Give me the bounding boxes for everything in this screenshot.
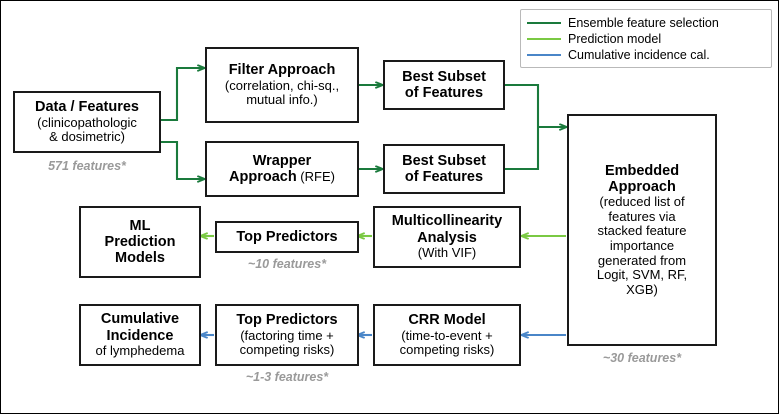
node-data-features[interactable]: Data / Features (clinicopathologic & dos…: [13, 91, 161, 153]
node-cumulative-incidence[interactable]: Cumulative Incidence of lymphedema: [79, 304, 201, 366]
node-embedded-approach-sub5: generated from: [597, 252, 687, 268]
node-ml-prediction-models-line2: Prediction: [104, 233, 176, 250]
node-data-features-sub1: (clinicopathologic: [37, 114, 137, 130]
annotation-top-predictors-crr-count: ~1-3 features*: [245, 370, 329, 384]
node-wrapper-approach-line2: Approach (RFE): [229, 169, 335, 185]
node-embedded-approach-title-line2: Approach: [608, 179, 676, 196]
node-filter-approach[interactable]: Filter Approach (correlation, chi-sq., m…: [205, 47, 359, 123]
node-top-predictors-crr-sub1: (factoring time +: [240, 327, 334, 343]
node-ml-prediction-models-line1: ML: [129, 217, 151, 234]
node-embedded-approach-sub7: XGB): [626, 281, 658, 297]
node-crr-model-title: CRR Model: [408, 312, 486, 329]
node-embedded-approach-title-line1: Embedded: [604, 162, 680, 179]
edge-data-to-wrapper: [161, 140, 204, 179]
node-crr-model-sub2: competing risks): [399, 342, 495, 358]
annotation-data-features-count: 571 features*: [48, 159, 126, 173]
node-top-predictors-crr[interactable]: Top Predictors (factoring time + competi…: [215, 304, 359, 366]
node-cumulative-incidence-title-line2: Incidence: [106, 327, 174, 344]
node-filter-approach-sub2: mutual info.): [246, 92, 318, 108]
node-embedded-approach-sub3: stacked feature: [597, 223, 687, 239]
legend-item-ensemble-feature-selection: Ensemble feature selection: [527, 15, 763, 30]
node-best-subset-bottom-line1: Best Subset: [402, 152, 486, 169]
node-embedded-approach-sub1: (reduced list of: [599, 194, 685, 210]
node-best-subset-bottom[interactable]: Best Subset of Features: [383, 144, 505, 194]
node-ml-prediction-models[interactable]: ML Prediction Models: [79, 206, 201, 278]
node-data-features-title: Data / Features: [35, 99, 139, 116]
node-multicollinearity-analysis[interactable]: Multicollinearity Analysis (With VIF): [373, 206, 521, 268]
node-wrapper-approach-sub-inline: (RFE): [296, 169, 335, 184]
annotation-top-predictors-ml-count: ~10 features*: [247, 257, 327, 271]
node-cumulative-incidence-sub1: of lymphedema: [95, 342, 185, 358]
node-wrapper-approach[interactable]: Wrapper Approach (RFE): [205, 141, 359, 197]
node-top-predictors-ml-title: Top Predictors: [236, 228, 338, 245]
node-data-features-sub2: & dosimetric): [49, 129, 125, 145]
node-ml-prediction-models-line3: Models: [115, 250, 165, 267]
node-embedded-approach-sub2: features via: [608, 208, 676, 224]
node-crr-model[interactable]: CRR Model (time-to-event + competing ris…: [373, 304, 521, 366]
node-top-predictors-ml[interactable]: Top Predictors: [215, 221, 359, 253]
node-wrapper-approach-title-line1: Wrapper: [252, 152, 312, 169]
node-crr-model-sub1: (time-to-event +: [401, 327, 493, 343]
node-best-subset-top-line1: Best Subset: [402, 68, 486, 85]
node-multicollinearity-title-line1: Multicollinearity: [391, 213, 503, 230]
node-multicollinearity-sub1: (With VIF): [417, 244, 477, 260]
node-wrapper-approach-title-line2: Approach: [229, 169, 297, 185]
legend: Ensemble feature selection Prediction mo…: [520, 9, 772, 68]
legend-swatch-ensemble-feature-selection: [527, 21, 561, 24]
legend-item-cumulative-incidence-cal: Cumulative incidence cal.: [527, 47, 763, 62]
node-filter-approach-title: Filter Approach: [228, 62, 336, 79]
annotation-embedded-count: ~30 features*: [602, 351, 682, 365]
node-best-subset-top[interactable]: Best Subset of Features: [383, 60, 505, 110]
legend-label-ensemble-feature-selection: Ensemble feature selection: [568, 15, 719, 30]
edge-data-to-filter: [161, 68, 204, 122]
node-embedded-approach[interactable]: Embedded Approach (reduced list of featu…: [567, 114, 717, 346]
node-embedded-approach-sub4: importance: [609, 237, 675, 253]
legend-label-prediction-model: Prediction model: [568, 31, 662, 46]
node-embedded-approach-sub6: Logit, SVM, RF,: [596, 267, 688, 283]
legend-label-cumulative-incidence-cal: Cumulative incidence cal.: [568, 47, 710, 62]
legend-swatch-cumulative-incidence-cal: [527, 53, 561, 56]
node-best-subset-bottom-line2: of Features: [404, 169, 484, 185]
legend-item-prediction-model: Prediction model: [527, 31, 763, 46]
node-filter-approach-sub1: (correlation, chi-sq.,: [224, 77, 340, 93]
node-cumulative-incidence-title-line1: Cumulative: [100, 311, 180, 328]
node-multicollinearity-title-line2: Analysis: [417, 229, 477, 246]
node-top-predictors-crr-title: Top Predictors: [236, 312, 338, 329]
edge-subsets-merge: [505, 83, 566, 171]
node-top-predictors-crr-sub2: competing risks): [239, 342, 335, 358]
legend-swatch-prediction-model: [527, 37, 561, 40]
node-best-subset-top-line2: of Features: [404, 85, 484, 101]
